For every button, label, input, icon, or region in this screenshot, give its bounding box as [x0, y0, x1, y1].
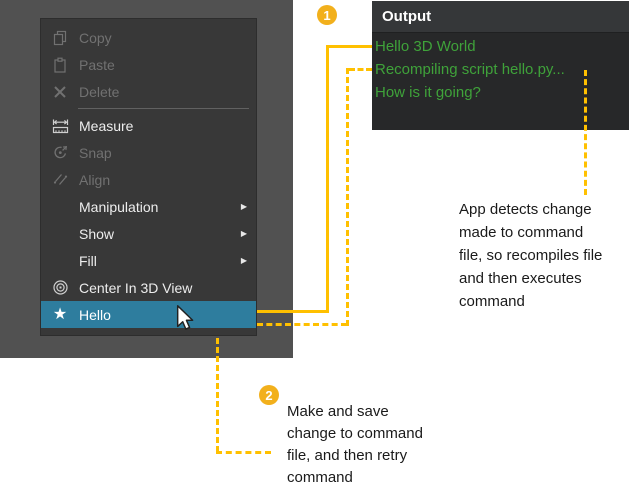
menu-item-label: Measure: [79, 117, 134, 134]
menu-item-label: Manipulation: [79, 198, 159, 215]
menu-item-hello[interactable]: ★ Hello: [41, 301, 256, 328]
delete-icon: [41, 84, 79, 100]
output-panel-title: Output: [382, 8, 432, 25]
star-icon: ★: [52, 305, 68, 323]
submenu-arrow-icon: ▶: [240, 229, 247, 238]
solid-connector-horizontal-bottom: [257, 310, 327, 313]
output-log-line: Recompiling script hello.py...: [375, 61, 565, 78]
menu-item-label: Hello: [79, 306, 111, 323]
output-panel-titlebar: Output: [372, 1, 629, 33]
menu-item-fill[interactable]: Fill ▶: [41, 247, 256, 274]
menu-item-copy: Copy: [41, 24, 256, 51]
snap-icon: [41, 144, 79, 161]
dashed-connector-menu-right: [216, 451, 271, 454]
step-2-badge: 2: [259, 385, 279, 405]
step-1-badge: 1: [317, 5, 337, 25]
output-panel: Output Hello 3D World Recompiling script…: [372, 1, 629, 130]
solid-connector-vertical: [326, 45, 329, 313]
menu-item-show[interactable]: Show ▶: [41, 220, 256, 247]
menu-item-label: Show: [79, 225, 115, 242]
menu-item-label: Fill: [79, 252, 97, 269]
output-log-line: Hello 3D World: [375, 38, 476, 55]
dashed-connector-horizontal-bottom: [257, 323, 347, 326]
menu-item-align: Align: [41, 166, 256, 193]
paste-icon: [41, 57, 79, 73]
menu-item-label: Align: [79, 171, 111, 188]
dashed-connector-vertical: [346, 68, 349, 326]
measure-icon: [41, 118, 79, 134]
menu-separator: [78, 108, 249, 109]
output-log-line: How is it going?: [375, 84, 481, 101]
menu-item-delete: Delete: [41, 78, 256, 105]
mouse-cursor-icon: [176, 305, 194, 336]
menu-item-paste: Paste: [41, 51, 256, 78]
dashed-connector-menu-down: [216, 338, 219, 452]
step-1-note: App detects change made to command file,…: [459, 201, 603, 310]
output-log: Hello 3D World Recompiling script hello.…: [372, 33, 629, 104]
copy-icon: [41, 30, 79, 46]
menu-item-measure[interactable]: Measure: [41, 112, 256, 139]
solid-connector-horizontal-top: [329, 45, 372, 48]
menu-item-label: Snap: [79, 144, 112, 161]
menu-item-manipulation[interactable]: Manipulation ▶: [41, 193, 256, 220]
dashed-connector-output-to-note: [584, 70, 587, 195]
menu-item-label: Paste: [79, 56, 115, 73]
dashed-connector-horizontal-top: [349, 68, 372, 71]
align-icon: [41, 171, 79, 188]
submenu-arrow-icon: ▶: [240, 202, 247, 211]
menu-item-label: Delete: [79, 83, 120, 100]
menu-item-snap: Snap: [41, 139, 256, 166]
center-in-3d-view-icon: [41, 279, 79, 296]
submenu-arrow-icon: ▶: [240, 256, 247, 265]
menu-item-label: Copy: [79, 29, 112, 46]
step-2-note: Make and save change to command file, an…: [287, 403, 423, 486]
menu-item-center-in-3d-view[interactable]: Center In 3D View: [41, 274, 256, 301]
context-menu: Copy Paste Delete: [41, 19, 256, 335]
menu-item-label: Center In 3D View: [79, 279, 193, 296]
